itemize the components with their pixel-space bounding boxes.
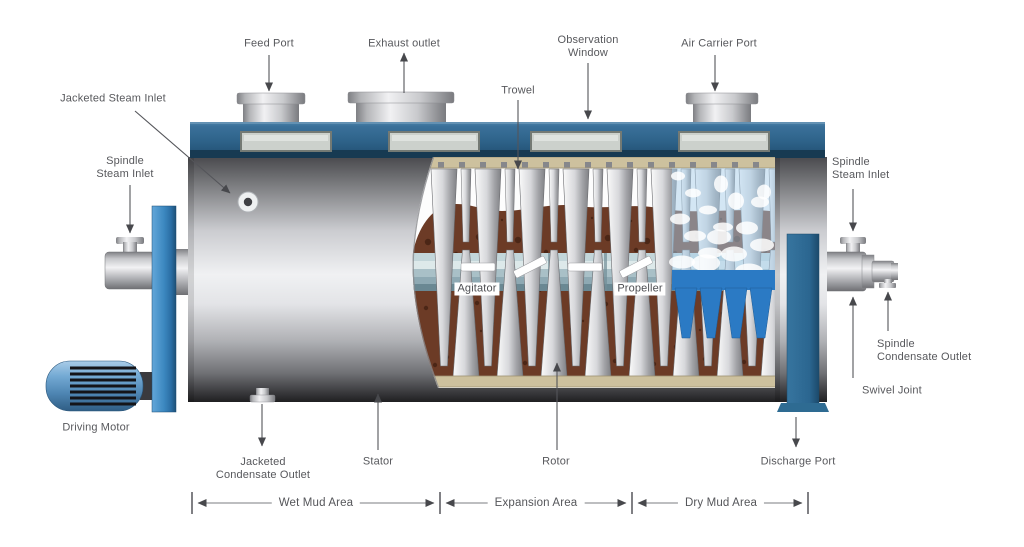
jacketed-condensate-outlet-line2: Condensate Outlet: [215, 469, 311, 481]
feed-port-label: Feed Port: [244, 37, 294, 50]
wet-mud-area-label: Wet Mud Area: [271, 496, 361, 510]
spindle-condensate-outlet-label: Spindle Condensate Outlet: [877, 338, 971, 364]
cover-bottom-edge: [190, 150, 825, 158]
condensate-outlet-pipe: [871, 260, 895, 283]
dry-zone-teeth: [674, 287, 773, 339]
air-carrier-port-label: Air Carrier Port: [681, 37, 757, 50]
cut-edge-line: [412, 157, 440, 388]
label-arrows: [126, 52, 892, 450]
top-cover: [190, 122, 825, 158]
spindle-steam-inlet-left-label: Spindle Steam Inlet: [96, 155, 153, 181]
drum-left-edge: [188, 157, 194, 402]
condensate-flange-cap: [879, 283, 896, 288]
air-carrier-port-flange: [685, 92, 759, 123]
observation-panels: [240, 131, 770, 152]
dry-mud-area-label: Dry Mud Area: [677, 496, 765, 510]
top-ports: [236, 91, 759, 123]
exhaust-outlet-label: Exhaust outlet: [368, 37, 440, 50]
drum-cut-edge: [775, 157, 780, 402]
spindle-steam-inlet-right-line1: Spindle: [832, 156, 870, 168]
motor-fins: [70, 366, 136, 406]
feed-port-flange: [236, 92, 306, 123]
discharge-chute: [777, 233, 829, 412]
condensate-flange-stem: [884, 279, 892, 285]
trowel-label: Trowel: [501, 84, 535, 97]
driving-motor: [45, 360, 154, 412]
jacketed-condensate-outlet-flange: [249, 388, 276, 403]
left-spindle-assembly: [104, 237, 188, 295]
spindle-steam-inlet-left-line1: Spindle: [106, 155, 144, 167]
condensate-outlet-ring: [891, 263, 898, 280]
trowel-strip-teeth: [438, 162, 759, 168]
spindle-condensate-outlet-line1: Spindle: [877, 338, 915, 350]
jacketed-steam-inlet-arrow: [134, 110, 231, 194]
spindle-condensate-outlet-line2: Condensate Outlet: [877, 351, 972, 363]
left-shaft-collar: [176, 249, 188, 295]
right-spindle-assembly: [819, 237, 898, 292]
discharge-port-label: Discharge Port: [760, 455, 836, 468]
observation-window-label: Observation Window: [558, 34, 619, 60]
exhaust-outlet-flange: [347, 91, 455, 123]
cutaway-section: [412, 157, 775, 388]
jacket-bottom-strip: [419, 375, 775, 388]
rotor-label: Rotor: [542, 455, 570, 468]
right-spindle-flange-stem: [846, 243, 860, 253]
spindle-steam-inlet-right-label: Spindle Steam Inlet: [832, 156, 889, 182]
propeller-label: Propeller: [614, 282, 666, 296]
expansion-area-label: Expansion Area: [487, 496, 585, 510]
jacket-top-strip: [419, 157, 775, 169]
agitator-label: Agitator: [454, 282, 500, 296]
spindle-steam-inlet-left-line2: Steam Inlet: [96, 168, 154, 180]
motor-coupling: [140, 372, 154, 400]
left-bearing-stand: [151, 205, 177, 413]
jacketed-steam-inlet-port: [237, 191, 259, 213]
observation-window-line2: Window: [567, 47, 609, 59]
spindle-steam-inlet-right-line2: Steam Inlet: [832, 169, 890, 181]
left-spindle-pipe: [104, 251, 156, 290]
observation-window-line1: Observation: [557, 34, 619, 46]
dry-zone: [669, 168, 775, 339]
left-spindle-flange-stem: [123, 242, 137, 254]
driving-motor-label: Driving Motor: [62, 421, 130, 434]
right-spindle-flange-cap: [840, 237, 866, 244]
stator-label: Stator: [362, 455, 394, 468]
swivel-joint-label: Swivel Joint: [862, 384, 922, 397]
dry-mud-band: [672, 270, 775, 290]
jacketed-condensate-outlet-line1: Jacketed: [240, 456, 286, 468]
jacketed-steam-inlet-label: Jacketed Steam Inlet: [60, 92, 166, 105]
jacketed-condensate-outlet-label: Jacketed Condensate Outlet: [216, 456, 310, 482]
agitator-paddles: [460, 255, 653, 279]
